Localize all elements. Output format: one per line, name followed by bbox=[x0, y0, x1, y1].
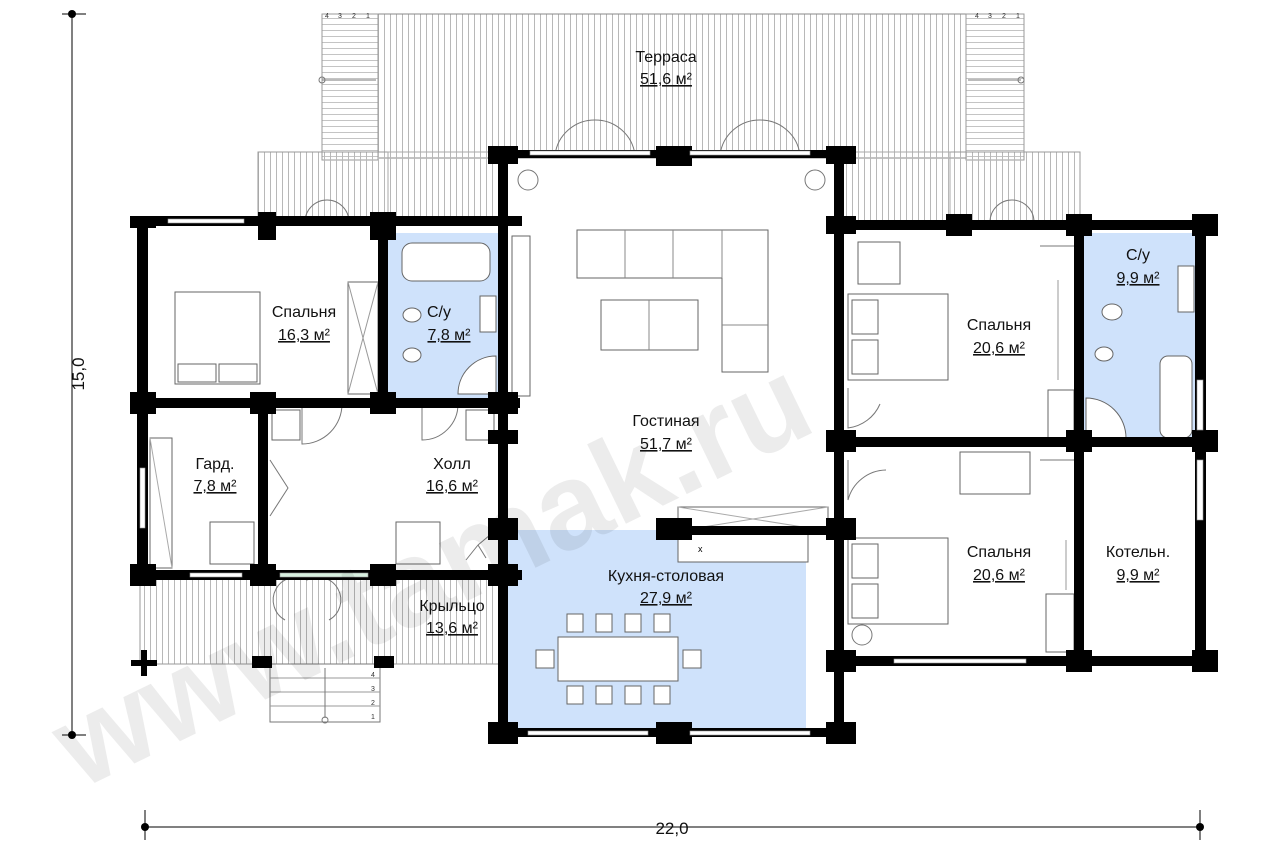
step-number-top-right-4: 4 bbox=[975, 13, 979, 20]
room-name: Котельн. bbox=[1106, 544, 1170, 561]
step-number-top-left-4: 4 bbox=[325, 13, 329, 20]
step-number-entrance-2: 2 bbox=[371, 700, 375, 707]
room-kitchen: Кухня-столовая 27,9 м² bbox=[608, 568, 724, 607]
room-boiler: Котельн. 9,9 м² bbox=[1106, 544, 1170, 584]
step-number-entrance-1: 1 bbox=[371, 714, 375, 721]
room-name: С/у bbox=[1126, 247, 1150, 264]
room-area: 9,9 м² bbox=[1116, 567, 1160, 584]
step-number-top-right-3: 3 bbox=[988, 13, 992, 20]
room-name: С/у bbox=[427, 304, 451, 321]
room-hall: Холл 16,6 м² bbox=[426, 456, 479, 495]
room-area: 51,7 м² bbox=[640, 436, 693, 453]
step-number-top-left-2: 2 bbox=[352, 13, 356, 20]
step-number-top-left-1: 1 bbox=[366, 13, 370, 20]
room-name: Спальня bbox=[967, 544, 1031, 561]
room-porch: Крыльцо 13,6 м² bbox=[419, 598, 484, 637]
step-number-top-right-1: 1 bbox=[1016, 13, 1020, 20]
room-name: Гостиная bbox=[632, 413, 699, 430]
room-area: 7,8 м² bbox=[193, 478, 237, 495]
dimension-width-label: 22,0 bbox=[655, 819, 688, 838]
room-area: 51,6 м² bbox=[640, 71, 693, 88]
room-terrace: Терраса 51,6 м² bbox=[635, 49, 696, 88]
room-area: 20,6 м² bbox=[973, 340, 1026, 357]
room-area: 16,6 м² bbox=[426, 478, 479, 495]
room-name: Кухня-столовая bbox=[608, 568, 724, 585]
room-name: Крыльцо bbox=[419, 598, 484, 615]
room-name: Спальня bbox=[967, 317, 1031, 334]
stair-numbers-right: 4 3 2 1 bbox=[975, 13, 1020, 20]
furniture bbox=[149, 169, 1195, 705]
room-living: Гостиная 51,7 м² bbox=[632, 413, 699, 453]
porch-deck bbox=[139, 576, 506, 724]
room-labels: Терраса 51,6 м² Спальня 16,3 м² С/у 7,8 … bbox=[193, 49, 1170, 637]
room-name: Гард. bbox=[196, 456, 235, 473]
step-number-top-right-2: 2 bbox=[1002, 13, 1006, 20]
room-area: 16,3 м² bbox=[278, 327, 331, 344]
step-number-entrance-4: 4 bbox=[371, 672, 375, 679]
room-bedroom-2: Спальня 20,6 м² bbox=[967, 317, 1031, 357]
dimension-height-label: 15,0 bbox=[69, 357, 88, 390]
stair-numbers-entrance: 4 3 2 1 bbox=[371, 672, 375, 721]
dimension-horizontal: 22,0 bbox=[141, 810, 1204, 840]
room-wardrobe: Гард. 7,8 м² bbox=[193, 456, 237, 495]
step-number-entrance-3: 3 bbox=[371, 686, 375, 693]
room-area: 7,8 м² bbox=[427, 327, 471, 344]
room-area: 13,6 м² bbox=[426, 620, 479, 637]
room-bath-2: С/у 9,9 м² bbox=[1116, 247, 1160, 287]
room-name: Терраса bbox=[635, 49, 696, 66]
room-name: Спальня bbox=[272, 304, 336, 321]
stove-mark: x bbox=[698, 544, 703, 554]
room-area: 20,6 м² bbox=[973, 567, 1026, 584]
stair-numbers-left: 4 3 2 1 bbox=[325, 13, 370, 20]
room-bedroom-3: Спальня 20,6 м² bbox=[967, 544, 1031, 584]
room-area: 9,9 м² bbox=[1116, 270, 1160, 287]
terrace-deck bbox=[257, 13, 1081, 223]
room-name: Холл bbox=[433, 456, 471, 473]
room-bedroom-1: Спальня 16,3 м² bbox=[272, 304, 336, 344]
dimension-vertical: 15,0 bbox=[62, 10, 88, 739]
windows bbox=[139, 150, 1204, 736]
step-number-top-left-3: 3 bbox=[338, 13, 342, 20]
room-bath-1: С/у 7,8 м² bbox=[427, 304, 471, 344]
room-area: 27,9 м² bbox=[640, 590, 693, 607]
